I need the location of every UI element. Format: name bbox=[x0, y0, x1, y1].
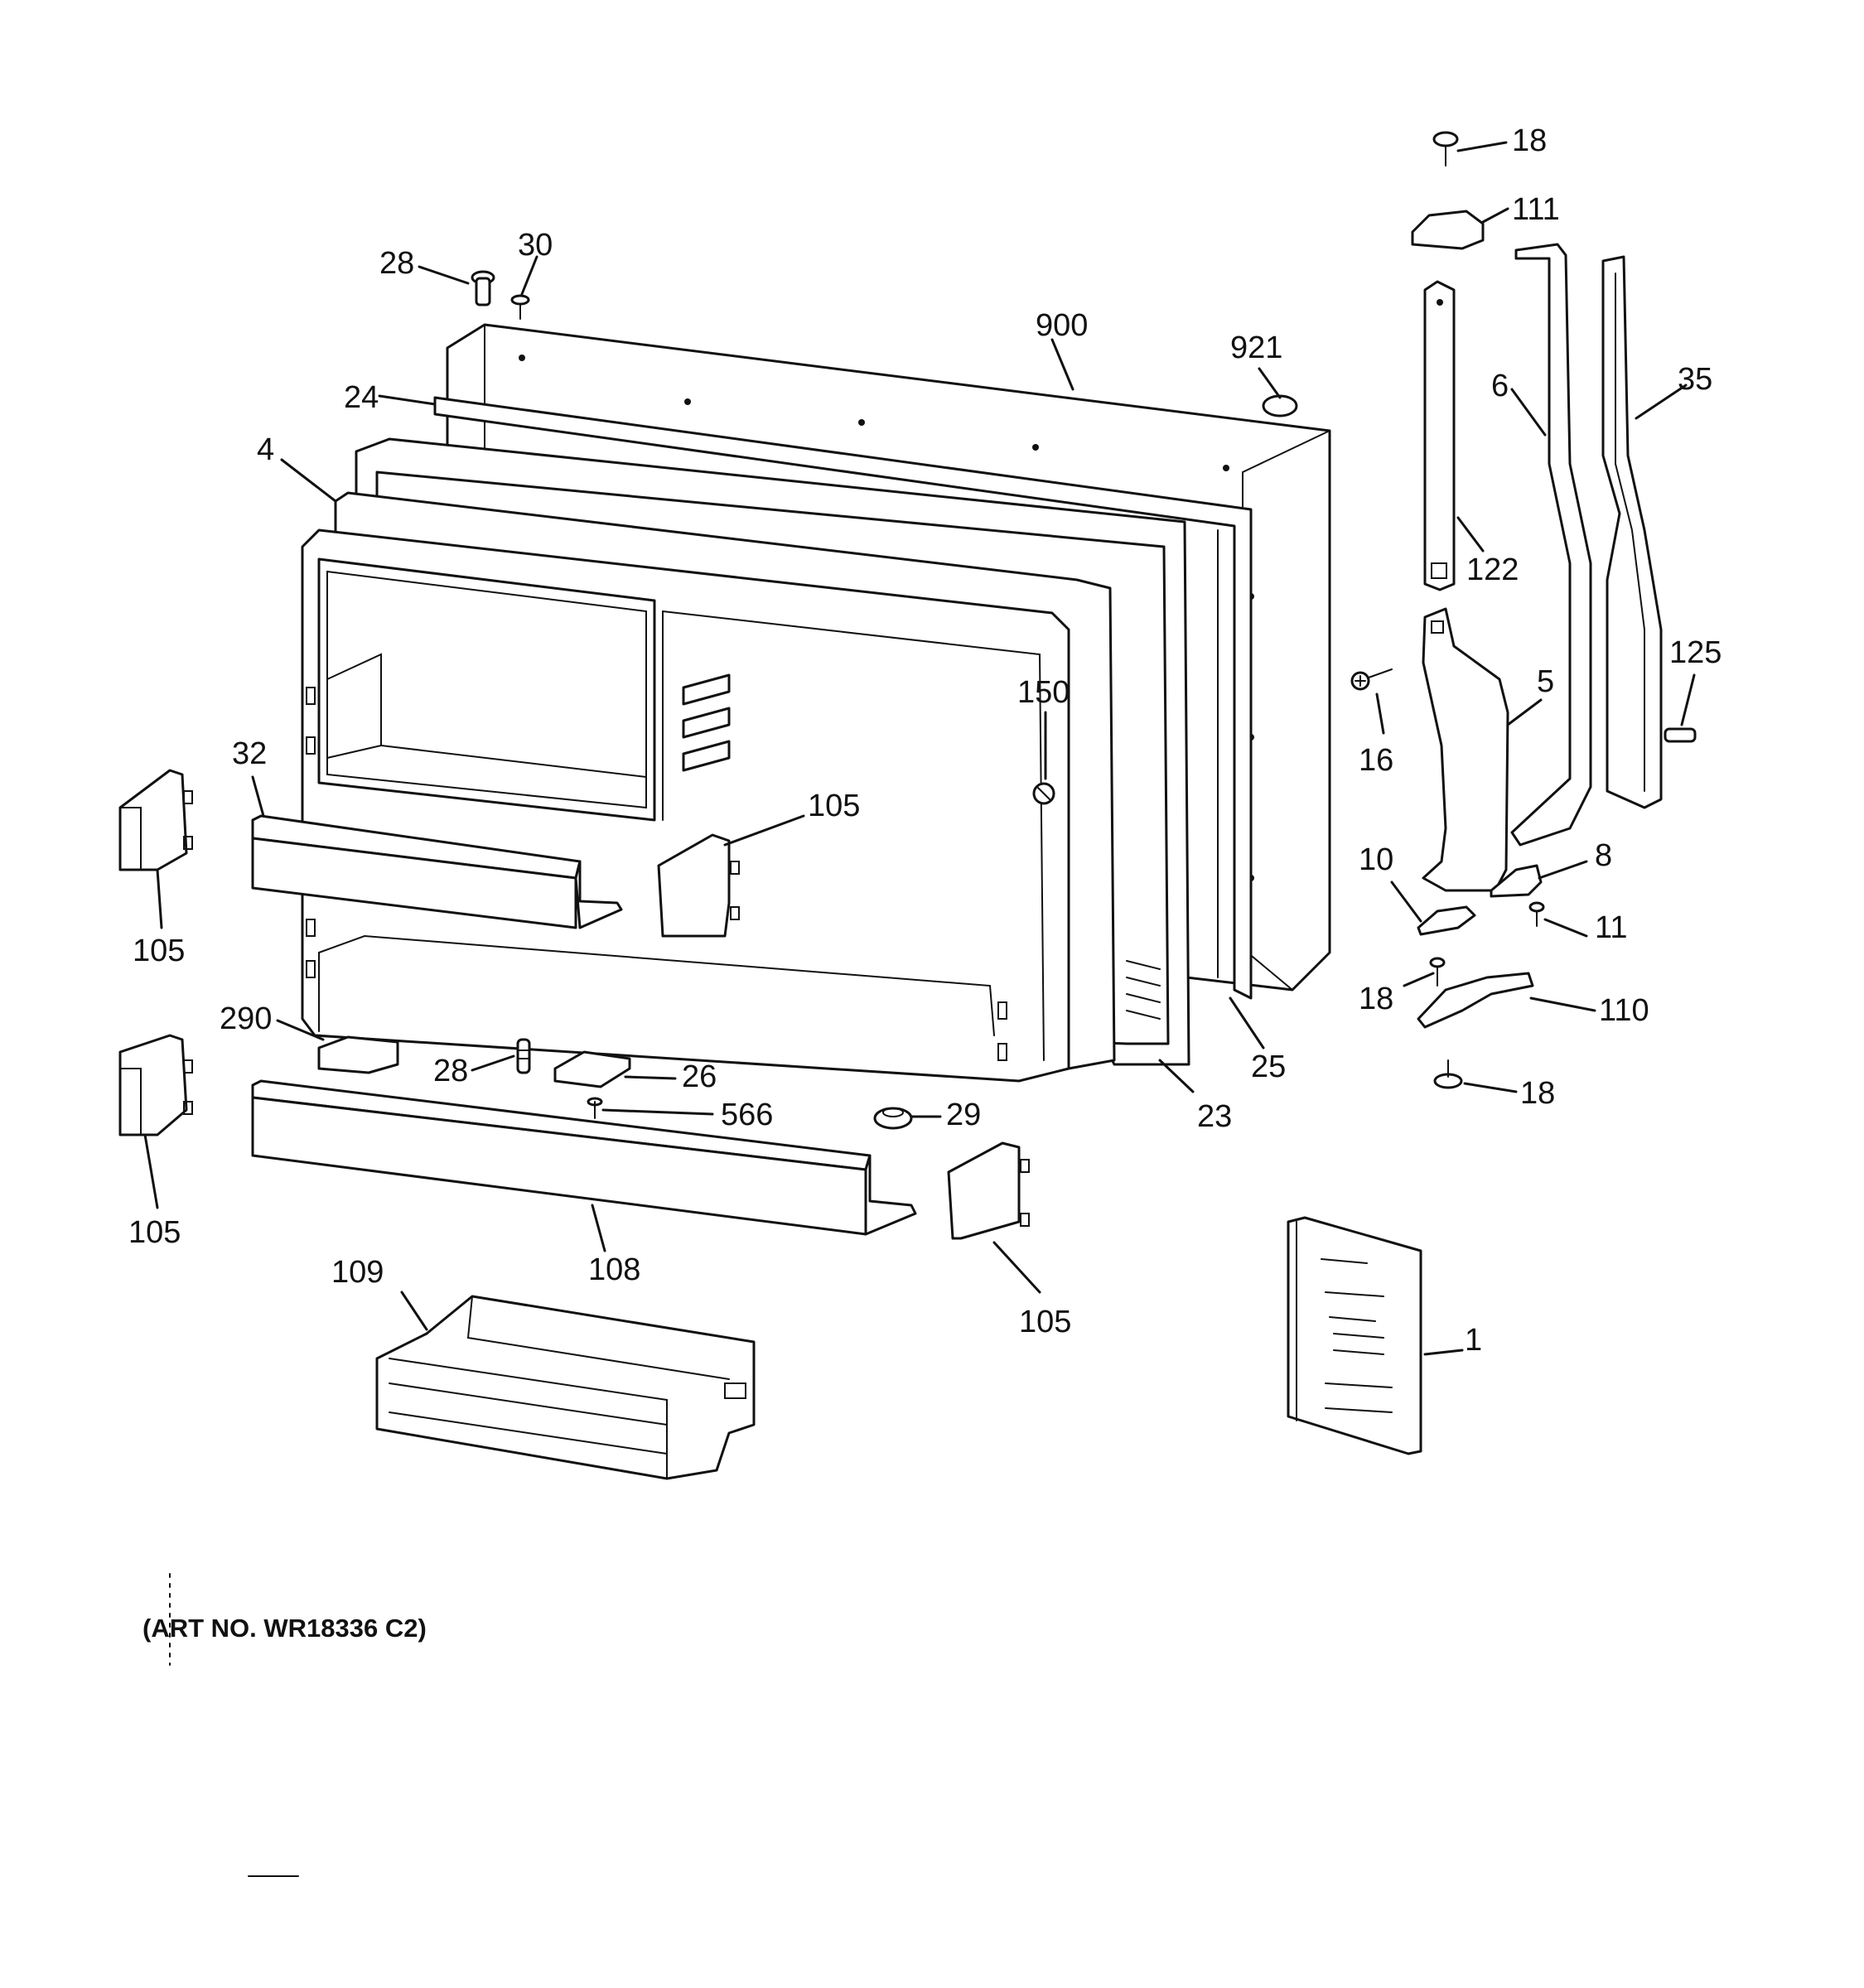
screw-150 bbox=[1032, 782, 1055, 805]
callout-1: 1 bbox=[1465, 1323, 1482, 1358]
door-stop-pin bbox=[516, 1038, 531, 1074]
callout-32: 32 bbox=[232, 736, 267, 771]
leader-lines bbox=[143, 141, 1696, 1356]
callout-110: 110 bbox=[1599, 993, 1649, 1028]
callout-29: 29 bbox=[946, 1098, 981, 1132]
callout-105-left-bottom: 105 bbox=[128, 1215, 181, 1250]
callout-6: 6 bbox=[1491, 369, 1509, 403]
hinge-plate bbox=[553, 1050, 631, 1088]
callout-18-bottom: 18 bbox=[1520, 1076, 1555, 1111]
callout-26: 26 bbox=[682, 1059, 717, 1094]
hinge-strip bbox=[1423, 280, 1456, 591]
callout-900: 900 bbox=[1036, 308, 1088, 343]
callout-105-mid: 105 bbox=[808, 789, 860, 823]
door-bin bbox=[375, 1295, 756, 1480]
callout-150: 150 bbox=[1017, 675, 1070, 710]
callout-28-top: 28 bbox=[379, 246, 414, 281]
callout-18-top: 18 bbox=[1512, 123, 1547, 158]
shelf-end-cap-left-top bbox=[118, 769, 193, 871]
door-handle bbox=[1422, 607, 1509, 892]
callout-111: 111 bbox=[1512, 192, 1560, 227]
callout-30: 30 bbox=[518, 228, 553, 263]
door-gasket bbox=[433, 396, 1253, 1000]
callout-109: 109 bbox=[331, 1255, 384, 1290]
hinge-gasket-strip bbox=[1601, 255, 1663, 809]
screw-18-mid bbox=[1429, 957, 1446, 987]
shelf-end-cap-mid bbox=[657, 833, 740, 938]
door-liner bbox=[301, 491, 1116, 1083]
top-hinge bbox=[1411, 210, 1485, 250]
callout-108: 108 bbox=[588, 1252, 640, 1287]
callout-16: 16 bbox=[1359, 743, 1393, 778]
callout-125: 125 bbox=[1669, 635, 1722, 670]
shelf-end-cap-right-bottom bbox=[947, 1141, 1030, 1240]
callout-4: 4 bbox=[257, 432, 274, 467]
door-plug bbox=[1262, 394, 1298, 417]
callout-35: 35 bbox=[1678, 362, 1712, 397]
door-stop-pin-top bbox=[471, 270, 495, 306]
screw-30 bbox=[510, 294, 530, 320]
bottom-bracket bbox=[1417, 905, 1476, 936]
shelf-end-cap-left-bottom bbox=[118, 1034, 193, 1136]
callout-290: 290 bbox=[220, 1001, 272, 1036]
callout-11: 11 bbox=[1595, 910, 1627, 945]
screw-18-top bbox=[1432, 131, 1459, 166]
callout-10: 10 bbox=[1359, 842, 1393, 877]
screw-11 bbox=[1528, 901, 1545, 927]
callout-24: 24 bbox=[344, 380, 379, 415]
spacer-block bbox=[317, 1035, 399, 1074]
bottom-hinge bbox=[1417, 972, 1534, 1029]
callout-labels: 18 111 28 30 900 921 24 6 35 4 122 125 5… bbox=[128, 123, 1722, 1358]
screw-18-bottom bbox=[1433, 1059, 1463, 1089]
door-shelf-bar-upper bbox=[251, 814, 623, 929]
door-shelf-bar-lower bbox=[251, 1079, 917, 1236]
callout-105-left-top: 105 bbox=[133, 934, 185, 968]
callout-122: 122 bbox=[1466, 552, 1519, 587]
hinge-bracket bbox=[1490, 864, 1543, 898]
callout-921: 921 bbox=[1230, 331, 1282, 365]
hinge-pin bbox=[1664, 727, 1697, 743]
hinge-arm bbox=[1510, 243, 1592, 847]
owners-manual bbox=[1287, 1216, 1422, 1455]
art-number: (ART NO. WR18336 C2) bbox=[142, 1614, 427, 1643]
callout-566: 566 bbox=[721, 1098, 773, 1132]
screw-566 bbox=[587, 1097, 603, 1119]
callout-18-mid: 18 bbox=[1359, 982, 1393, 1016]
callout-23: 23 bbox=[1197, 1099, 1232, 1134]
callout-28-bottom: 28 bbox=[433, 1054, 468, 1088]
callout-5: 5 bbox=[1537, 664, 1554, 699]
callout-105-right-bottom: 105 bbox=[1019, 1305, 1071, 1339]
callout-8: 8 bbox=[1595, 838, 1612, 873]
grommet bbox=[873, 1107, 913, 1130]
callout-25: 25 bbox=[1251, 1049, 1286, 1084]
screw-16 bbox=[1350, 668, 1393, 691]
